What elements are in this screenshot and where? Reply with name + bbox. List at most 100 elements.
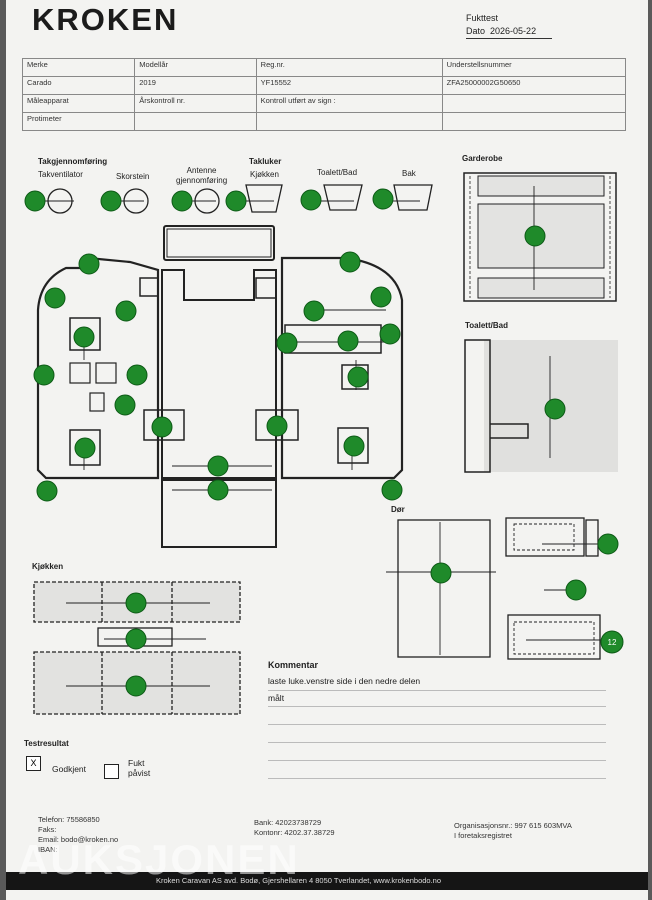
kitchen-heading: Kjøkken (32, 562, 64, 571)
table-row: Protimeter (21, 112, 627, 131)
toilet-shelf (490, 423, 529, 439)
footer-contact: Telefon: 75586850 Faks: Email: bodo@krok… (38, 815, 118, 855)
vehicle-info-table: Merke Modellår Reg.nr. Understellsnummer… (21, 58, 627, 131)
measure-dot (126, 364, 148, 386)
doc-info: Fukttest Dato 2026-05-22 (466, 12, 552, 39)
footer-fax: Faks: (38, 825, 57, 834)
measure-dot (276, 332, 298, 354)
footer-address-bar: Kroken Caravan AS avd. Bodø, Gjershellar… (6, 872, 648, 890)
measure-dot (381, 479, 403, 501)
left-box-rect (69, 429, 101, 466)
measure-dot (300, 189, 322, 211)
right-mid-step (255, 409, 299, 441)
toilet-hatch-label: Toalett/Bad (317, 168, 358, 177)
measure-dot (151, 416, 173, 438)
vent-left-b (95, 362, 117, 384)
measure-dot (337, 330, 359, 352)
left-mid-step (143, 409, 185, 441)
comment-rule (268, 778, 606, 779)
measure-dot (207, 455, 229, 477)
measure-dot (266, 415, 288, 437)
comment-heading: Kommentar (268, 660, 319, 670)
wardrobe-outline (463, 172, 617, 302)
measure-dot (78, 253, 100, 275)
left-seat-rect (69, 317, 101, 351)
measure-dot (372, 188, 394, 210)
comment-rule (268, 706, 606, 707)
comment-rule (268, 742, 606, 743)
wardrobe-shelf-bottom (477, 277, 605, 299)
measure-dot (347, 366, 369, 388)
count-badge (600, 630, 624, 654)
toilet-hatch-shape (323, 184, 363, 211)
count-badge-label: 12 (608, 638, 617, 647)
measure-dot (44, 287, 66, 309)
measure-dot (524, 225, 546, 247)
footer-account: Kontonr: 4202.37.38729 (254, 828, 335, 837)
footer-phone: Telefon: 75586850 (38, 815, 100, 824)
rear-hatch-shape (393, 184, 433, 211)
measure-dot (303, 300, 325, 322)
footer-org: Organisasjonsnr.: 997 615 603MVA I foret… (454, 821, 572, 841)
measure-dot (430, 562, 452, 584)
table-row: Carado 2019 YF15552 ZFA25000002G50650 (21, 76, 627, 95)
kitchen-hatch-label: Kjøkken (250, 170, 279, 179)
measure-dot (544, 398, 566, 420)
footer-org-no: Organisasjonsnr.: 997 615 603MVA (454, 821, 572, 830)
wardrobe-shelf-top (477, 175, 605, 197)
vent-left-a (69, 362, 91, 384)
test-result-heading: Testresultat (24, 739, 69, 748)
date-label: Dato (466, 26, 486, 36)
comment-line-1: laste luke.venstre side i den nedre dele… (268, 676, 421, 686)
door-heading: Dør (391, 505, 405, 514)
measure-dot (36, 480, 58, 502)
right-step (255, 277, 277, 299)
door-panel (397, 519, 491, 658)
door-window-bottom (507, 614, 601, 660)
footer-address: Kroken Caravan AS avd. Bodø, Gjershellar… (156, 876, 442, 885)
footer-registry: I foretaksregistret (454, 831, 512, 840)
moisture-label: Fukt påvist (128, 758, 151, 778)
measure-dot (114, 394, 136, 416)
measure-dot (565, 579, 587, 601)
measure-dot (125, 675, 147, 697)
comment-rule (268, 760, 606, 761)
toilet-wall-left (464, 339, 491, 473)
roof-hatch-heading: Takluker (249, 157, 282, 166)
door-window-top (505, 517, 585, 557)
measure-dot (125, 628, 147, 650)
wardrobe-heading: Garderobe (462, 154, 503, 163)
footer-iban: IBAN: (38, 845, 58, 854)
measure-dot (115, 300, 137, 322)
toilet-heading: Toalett/Bad (465, 321, 508, 330)
measure-dot (100, 190, 122, 212)
measure-dot (74, 437, 96, 459)
footer-bank: Bank: 42023738729 Kontonr: 4202.37.38729 (254, 818, 335, 838)
kitchen-hatch-shape (245, 184, 283, 213)
measure-dot (343, 435, 365, 457)
approved-checkbox[interactable]: X (26, 756, 41, 771)
comment-rule (268, 724, 606, 725)
comment-line-2: målt (268, 693, 285, 703)
rear-hatch-label: Bak (402, 169, 416, 178)
footer-bank-no: Bank: 42023738729 (254, 818, 322, 827)
right-bench-rect (284, 324, 382, 354)
door-hinge (585, 519, 599, 557)
table-row: Måleapparat Årskontroll nr. Kontroll utf… (21, 94, 627, 113)
doc-title: Fukttest (466, 13, 499, 23)
table-cell (134, 112, 257, 131)
left-small-box (89, 392, 105, 412)
measure-dot (370, 286, 392, 308)
moisture-checkbox[interactable] (104, 764, 119, 779)
central-aisle-outline (161, 269, 277, 479)
date-value: 2026-05-22 (490, 26, 537, 36)
measure-dot (24, 190, 46, 212)
chimney-label: Skorstein (116, 172, 150, 181)
measure-dot (125, 592, 147, 614)
antenna-label: Antenne gjennomføring (176, 166, 228, 185)
right-box-rect (337, 427, 369, 464)
comment-rule (268, 690, 606, 691)
measure-dot (33, 364, 55, 386)
left-cab-outline (36, 256, 160, 480)
footer-email: Email: bodo@kroken.no (38, 835, 119, 844)
